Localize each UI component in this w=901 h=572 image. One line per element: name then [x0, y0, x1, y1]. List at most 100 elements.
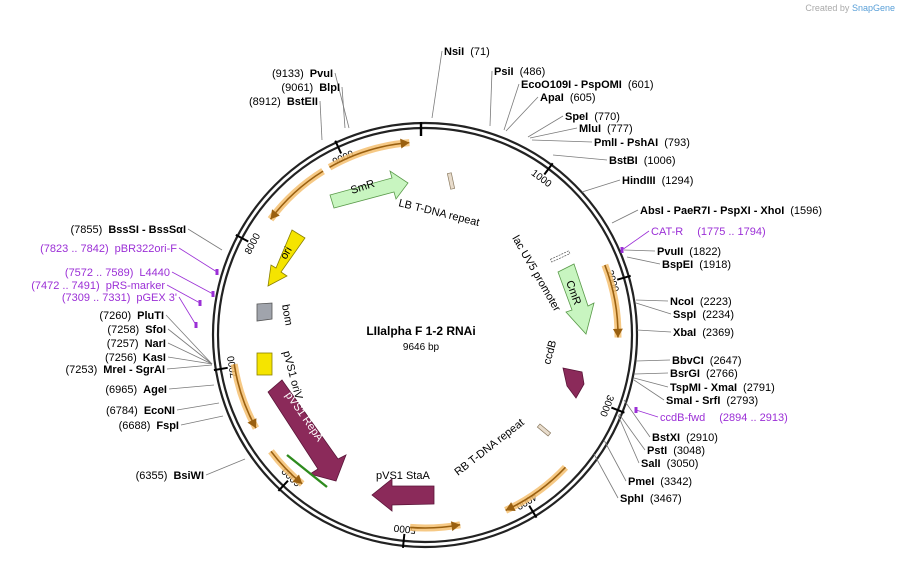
site-name-32: PluTI	[137, 310, 164, 322]
tick-9000	[334, 140, 343, 154]
site-pos-18: (2793)	[726, 395, 758, 407]
site-label-13: SspI(2234)	[673, 309, 734, 321]
site-pos-10: (1822)	[689, 246, 721, 258]
primer-leader-1	[635, 409, 659, 418]
primer-name-4: L4440	[139, 267, 170, 279]
tick-2000	[616, 274, 631, 281]
leader-lines	[165, 50, 672, 499]
tick-3000	[611, 406, 625, 414]
site-name-18: SmaI - SrfI	[666, 395, 720, 407]
site-name-30: NarI	[145, 338, 166, 350]
rb-tdna-repeat-mark[interactable]	[536, 423, 552, 437]
site-name-27: AgeI	[143, 384, 167, 396]
site-pos-16: (2766)	[706, 368, 738, 380]
site-pos-30: (7257)	[107, 338, 139, 350]
pvs1-staa-arrow[interactable]	[371, 478, 435, 512]
site-pos-0: (71)	[470, 46, 490, 58]
site-leader-28	[166, 364, 213, 370]
site-leader-16	[633, 372, 669, 375]
orf-arcs	[230, 138, 623, 532]
site-pos-8: (1294)	[662, 175, 694, 187]
primer-range-4: (7572 .. 7589)	[65, 267, 134, 279]
site-leader-34	[319, 100, 323, 141]
site-name-12: NcoI	[670, 296, 694, 308]
primer-leader-4	[171, 271, 214, 295]
site-label-15: BbvCI(2647)	[672, 355, 742, 367]
site-name-33: BssSI - BssSαI	[108, 224, 186, 236]
site-name-31: SfoI	[145, 324, 166, 336]
primer-leader-3	[166, 284, 201, 304]
site-name-24: BsiWI	[173, 470, 204, 482]
orf-halo-2	[504, 464, 569, 514]
primer-mark-5	[215, 269, 219, 275]
lac-uv5-promoter-mark[interactable]	[550, 250, 571, 263]
bom-box[interactable]	[256, 302, 273, 322]
primer-range-0: (1775 .. 1794)	[697, 226, 766, 238]
site-pos-17: (2791)	[743, 382, 775, 394]
site-pos-19: (2910)	[686, 432, 718, 444]
site-label-30: (7257) NarI	[107, 338, 166, 350]
site-name-2: EcoO109I - PspOMI	[521, 79, 622, 91]
site-pos-14: (2369)	[702, 327, 734, 339]
ori-arrow[interactable]	[267, 229, 306, 287]
site-label-26: (6784)EcoNI	[106, 405, 175, 417]
site-leader-14	[636, 329, 672, 333]
primer-label-4: (7572 .. 7589) L4440	[65, 267, 170, 279]
site-pos-20: (3048)	[673, 445, 705, 457]
site-label-31: (7258)SfoI	[107, 324, 166, 336]
site-label-36: (9133)PvuI	[272, 68, 333, 80]
site-name-4: SpeI	[565, 111, 588, 123]
site-name-17: TspMI - XmaI	[670, 382, 737, 394]
site-leader-23	[593, 453, 619, 499]
primer-leader-5	[178, 247, 218, 273]
primer-label-2: (7309 .. 7331)pGEX 3'	[62, 292, 177, 304]
cmr-arrow[interactable]	[557, 263, 595, 335]
site-leader-3	[505, 96, 539, 132]
orf-head-1	[612, 328, 623, 338]
primer-label-3: (7472 .. 7491)pRS-marker	[31, 280, 165, 292]
site-label-20: PstI(3048)	[647, 445, 705, 457]
site-label-7: BstBI(1006)	[609, 155, 676, 167]
primer-mark-2	[194, 322, 198, 328]
pvs1-oriv-box[interactable]	[256, 352, 273, 376]
site-leader-21	[617, 414, 640, 464]
orf-head-2	[505, 502, 516, 512]
site-pos-22: (3342)	[660, 476, 692, 488]
site-pos-3: (605)	[570, 92, 596, 104]
smr-arrow[interactable]	[329, 170, 409, 209]
primer-mark-4	[211, 291, 215, 297]
ccdb-arrow[interactable]	[562, 367, 585, 399]
site-name-28: MreI - SgrAI	[103, 364, 165, 376]
primer-range-1: (2894 .. 2913)	[719, 412, 788, 424]
feature-label-lac-uv5: lac UV5 promoter	[509, 234, 562, 314]
lb-tdna-repeat-mark[interactable]	[446, 172, 456, 190]
site-pos-11: (1918)	[699, 259, 731, 271]
orf-head-3	[450, 521, 461, 532]
site-name-10: PvuII	[657, 246, 683, 258]
site-label-34: (8912)BstEII	[249, 96, 318, 108]
site-name-36: PvuI	[310, 68, 333, 80]
pvs1-repa-arrow[interactable]	[267, 379, 347, 482]
site-leader-20	[618, 413, 646, 451]
site-pos-28: (7253)	[65, 364, 97, 376]
site-name-0: NsiI	[444, 46, 464, 58]
site-pos-1: (486)	[520, 66, 546, 78]
site-label-22: PmeI(3342)	[628, 476, 692, 488]
primer-leader-0	[621, 230, 650, 251]
features	[256, 170, 595, 512]
site-leader-32	[165, 314, 213, 365]
orf-head-0	[400, 138, 410, 149]
site-leader-29	[167, 356, 213, 365]
orf-head-4	[292, 474, 303, 484]
feature-label-bom: bom	[279, 303, 295, 326]
primer-mark-0	[620, 247, 624, 253]
site-leader-2	[503, 83, 520, 131]
primer-mark-3	[198, 300, 202, 306]
site-name-8: HindIII	[622, 175, 656, 187]
site-leader-8	[581, 179, 621, 193]
site-leader-26	[176, 402, 220, 411]
site-name-25: FspI	[156, 420, 179, 432]
orf-halo-6	[267, 168, 325, 222]
site-label-33: (7855)BssSI - BssSαI	[71, 224, 186, 236]
site-pos-15: (2647)	[710, 355, 742, 367]
